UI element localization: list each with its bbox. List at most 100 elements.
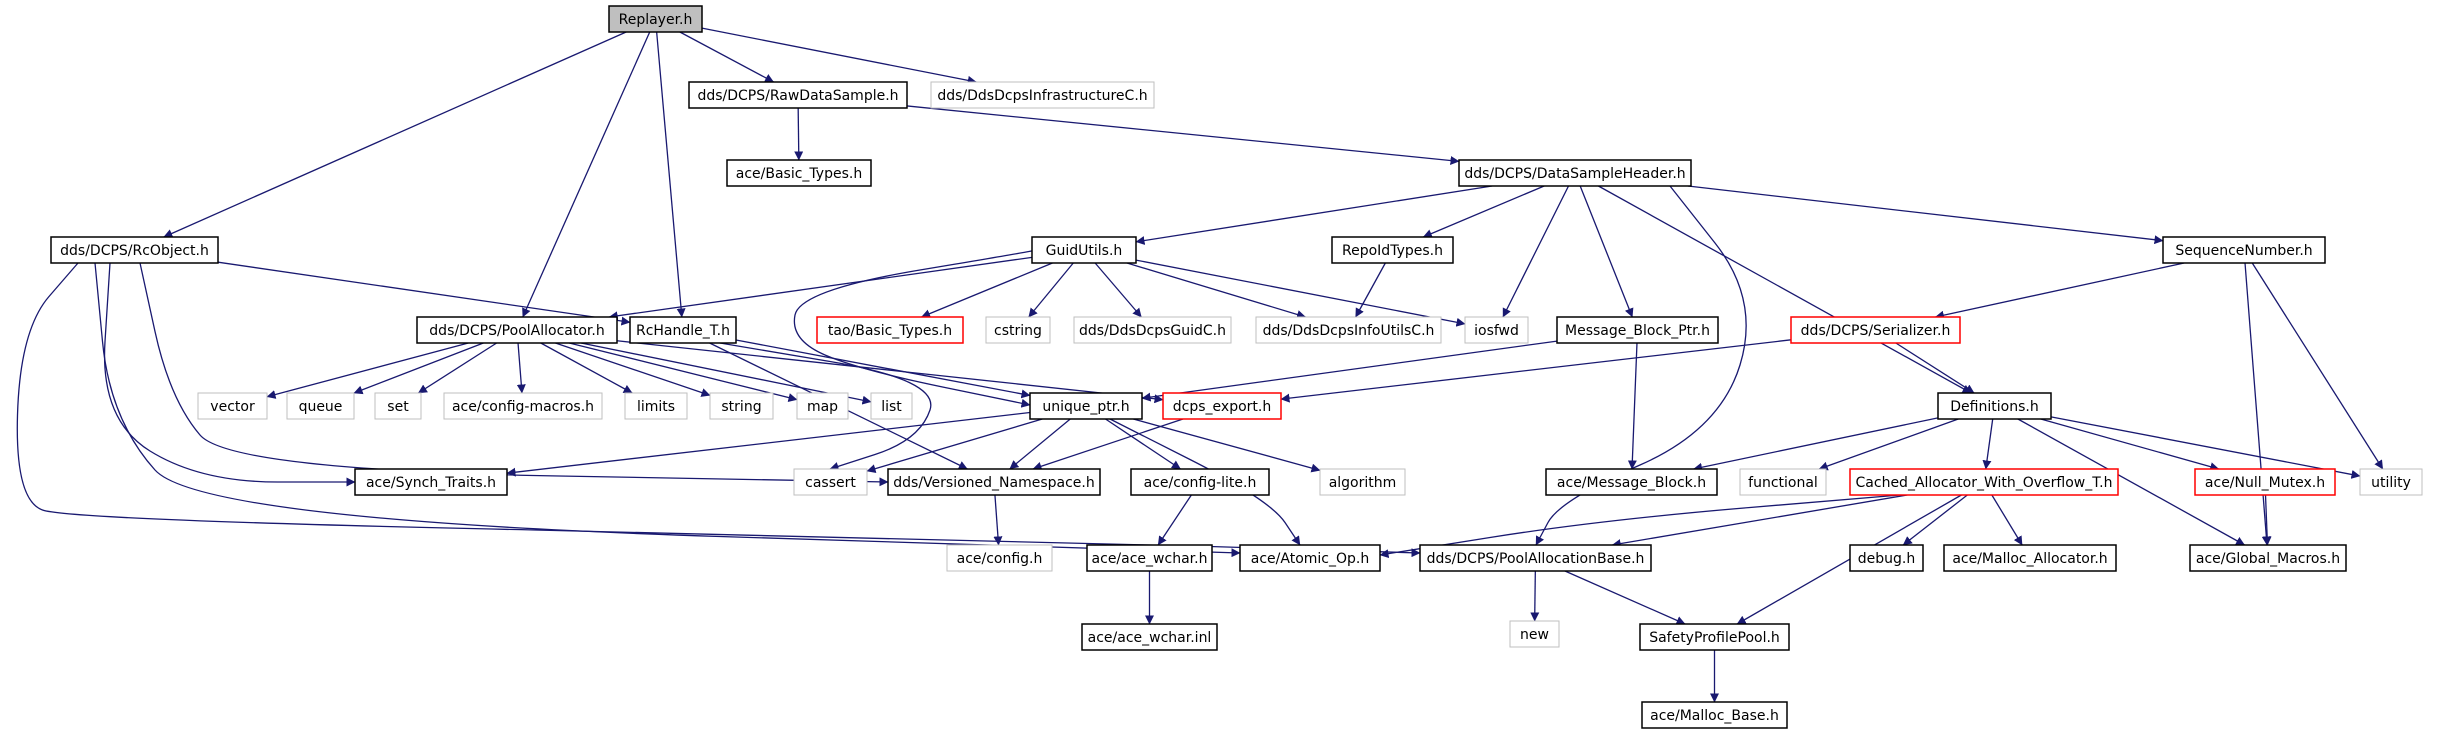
node-box-msgblockptr bbox=[1556, 316, 1719, 344]
node-msgblock[interactable]: ace/Message_Block.h bbox=[1545, 468, 1718, 496]
node-algorithm[interactable]: algorithm bbox=[1319, 468, 1406, 496]
node-sequencenumber[interactable]: SequenceNumber.h bbox=[2162, 236, 2326, 264]
node-versioned[interactable]: dds/Versioned_Namespace.h bbox=[887, 468, 1101, 496]
node-functional[interactable]: functional bbox=[1739, 468, 1827, 496]
edge-definitions-to-cachedalloc bbox=[1982, 418, 1994, 470]
node-replayer[interactable]: Replayer.h bbox=[608, 5, 703, 33]
node-atomicop[interactable]: ace/Atomic_Op.h bbox=[1239, 544, 1381, 572]
node-label-configmacros: ace/config-macros.h bbox=[452, 399, 594, 415]
node-poolallocbase[interactable]: dds/DCPS/PoolAllocationBase.h bbox=[1419, 544, 1652, 572]
edge-cachedalloc-to-debug bbox=[1902, 494, 1968, 546]
node-label-versioned: dds/Versioned_Namespace.h bbox=[893, 475, 1094, 491]
edge-sequencenumber-to-serializer bbox=[1934, 262, 2185, 320]
node-utility[interactable]: utility bbox=[2359, 468, 2423, 496]
node-cstring[interactable]: cstring bbox=[985, 316, 1051, 344]
node-serializer[interactable]: dds/DCPS/Serializer.h bbox=[1790, 316, 1961, 344]
node-limits[interactable]: limits bbox=[624, 392, 688, 420]
node-label-repoidtypes: RepoIdTypes.h bbox=[1342, 243, 1443, 259]
edge-poolallocator-to-configmacros bbox=[516, 342, 526, 394]
node-rawdatasample[interactable]: dds/DCPS/RawDataSample.h bbox=[688, 81, 908, 109]
node-label-cstring: cstring bbox=[994, 323, 1042, 339]
node-list[interactable]: list bbox=[870, 392, 913, 420]
node-label-acewcharinl: ace/ace_wchar.inl bbox=[1088, 630, 1212, 646]
edge-serializer-to-dcpsexport bbox=[1280, 339, 1792, 403]
node-infoutilsc[interactable]: dds/DdsDcpsInfoUtilsC.h bbox=[1255, 316, 1442, 344]
node-acewchar[interactable]: ace/ace_wchar.h bbox=[1086, 544, 1213, 572]
node-repoidtypes[interactable]: RepoIdTypes.h bbox=[1331, 236, 1454, 264]
node-box-debug bbox=[1849, 544, 1924, 572]
edge-poolallocator-to-list bbox=[580, 342, 872, 405]
node-rchandle[interactable]: RcHandle_T.h bbox=[629, 316, 737, 344]
node-synchtraits[interactable]: ace/Synch_Traits.h bbox=[354, 468, 508, 496]
node-box-rawdatasample bbox=[688, 81, 908, 109]
node-set[interactable]: set bbox=[374, 392, 422, 420]
edge-rcobject-to-synchtraits bbox=[103, 262, 356, 487]
edge-serializer-to-definitions bbox=[1895, 342, 1975, 394]
node-dcpsexport[interactable]: dcps_export.h bbox=[1162, 392, 1282, 420]
node-box-replayer bbox=[608, 5, 703, 33]
node-string[interactable]: string bbox=[709, 392, 774, 420]
node-queue[interactable]: queue bbox=[286, 392, 355, 420]
node-box-msgblock bbox=[1545, 468, 1718, 496]
node-box-nullmutex bbox=[2194, 468, 2336, 496]
edge-cachedalloc-to-mallocallocator bbox=[1991, 494, 2023, 546]
node-label-guidc: dds/DdsDcpsGuidC.h bbox=[1079, 323, 1226, 339]
node-cachedalloc[interactable]: Cached_Allocator_With_Overflow_T.h bbox=[1849, 468, 2119, 496]
node-taobasic[interactable]: tao/Basic_Types.h bbox=[816, 316, 964, 344]
node-mallocbase[interactable]: ace/Malloc_Base.h bbox=[1641, 701, 1788, 729]
node-basictypes_ace[interactable]: ace/Basic_Types.h bbox=[726, 159, 872, 187]
node-cassert[interactable]: cassert bbox=[793, 468, 868, 496]
node-label-definitions: Definitions.h bbox=[1950, 399, 2038, 415]
edge-poolallocator-to-set bbox=[417, 342, 497, 394]
node-aceconfig[interactable]: ace/config.h bbox=[946, 544, 1053, 572]
edge-poolallocator-to-string bbox=[555, 342, 711, 397]
edge-poolallocbase-to-new bbox=[1530, 570, 1540, 622]
node-iosfwd[interactable]: iosfwd bbox=[1464, 316, 1529, 344]
node-mallocallocator[interactable]: ace/Malloc_Allocator.h bbox=[1943, 544, 2117, 572]
node-nullmutex[interactable]: ace/Null_Mutex.h bbox=[2194, 468, 2336, 496]
node-box-mallocallocator bbox=[1943, 544, 2117, 572]
node-msgblockptr[interactable]: Message_Block_Ptr.h bbox=[1556, 316, 1719, 344]
node-globalmacros[interactable]: ace/Global_Macros.h bbox=[2189, 544, 2347, 572]
node-guidc[interactable]: dds/DdsDcpsGuidC.h bbox=[1073, 316, 1232, 344]
node-rcobject[interactable]: dds/DCPS/RcObject.h bbox=[50, 236, 219, 264]
node-configlite[interactable]: ace/config-lite.h bbox=[1130, 468, 1270, 496]
edge-cachedalloc-to-atomicop bbox=[1379, 494, 1901, 559]
node-poolallocator[interactable]: dds/DCPS/PoolAllocator.h bbox=[416, 316, 618, 344]
node-configmacros[interactable]: ace/config-macros.h bbox=[443, 392, 603, 420]
edge-replayer-to-rchandle bbox=[656, 31, 686, 318]
node-safetyprofilepool[interactable]: SafetyProfilePool.h bbox=[1639, 623, 1790, 651]
node-label-uniqueptr: unique_ptr.h bbox=[1042, 399, 1129, 415]
node-uniqueptr[interactable]: unique_ptr.h bbox=[1029, 392, 1143, 420]
node-datasampleheader[interactable]: dds/DCPS/DataSampleHeader.h bbox=[1458, 159, 1692, 187]
node-box-atomicop bbox=[1239, 544, 1381, 572]
node-box-poolallocator bbox=[416, 316, 618, 344]
node-guidutils[interactable]: GuidUtils.h bbox=[1031, 236, 1137, 264]
node-label-set: set bbox=[387, 399, 409, 415]
node-label-msgblock: ace/Message_Block.h bbox=[1557, 475, 1706, 491]
node-box-basictypes_ace bbox=[726, 159, 872, 187]
node-vector[interactable]: vector bbox=[197, 392, 268, 420]
node-label-limits: limits bbox=[637, 399, 675, 415]
edge-replayer-to-rawdatasample bbox=[679, 31, 775, 83]
node-box-infoutilsc bbox=[1255, 316, 1442, 344]
edge-definitions-to-utility bbox=[2050, 416, 2361, 479]
edge-cachedalloc-to-poolallocbase bbox=[1611, 494, 1908, 549]
node-box-rchandle bbox=[629, 316, 737, 344]
node-map[interactable]: map bbox=[796, 392, 849, 420]
node-box-limits bbox=[624, 392, 688, 420]
edge-poolallocator-to-dcpsexport bbox=[616, 340, 1164, 404]
node-label-mallocallocator: ace/Malloc_Allocator.h bbox=[1952, 551, 2107, 567]
node-debug[interactable]: debug.h bbox=[1849, 544, 1924, 572]
node-new[interactable]: new bbox=[1509, 620, 1560, 648]
edge-repoidtypes-to-infoutilsc bbox=[1355, 262, 1386, 318]
edge-uniqueptr-to-versioned bbox=[1009, 418, 1071, 470]
node-box-rcobject bbox=[50, 236, 219, 264]
edge-uniqueptr-to-atomicop bbox=[1109, 418, 1301, 546]
node-box-synchtraits bbox=[354, 468, 508, 496]
node-box-queue bbox=[286, 392, 355, 420]
node-definitions[interactable]: Definitions.h bbox=[1937, 392, 2052, 420]
node-acewcharinl[interactable]: ace/ace_wchar.inl bbox=[1081, 623, 1218, 651]
node-box-safetyprofilepool bbox=[1639, 623, 1790, 651]
node-infracor[interactable]: dds/DdsDcpsInfrastructureC.h bbox=[930, 81, 1155, 109]
